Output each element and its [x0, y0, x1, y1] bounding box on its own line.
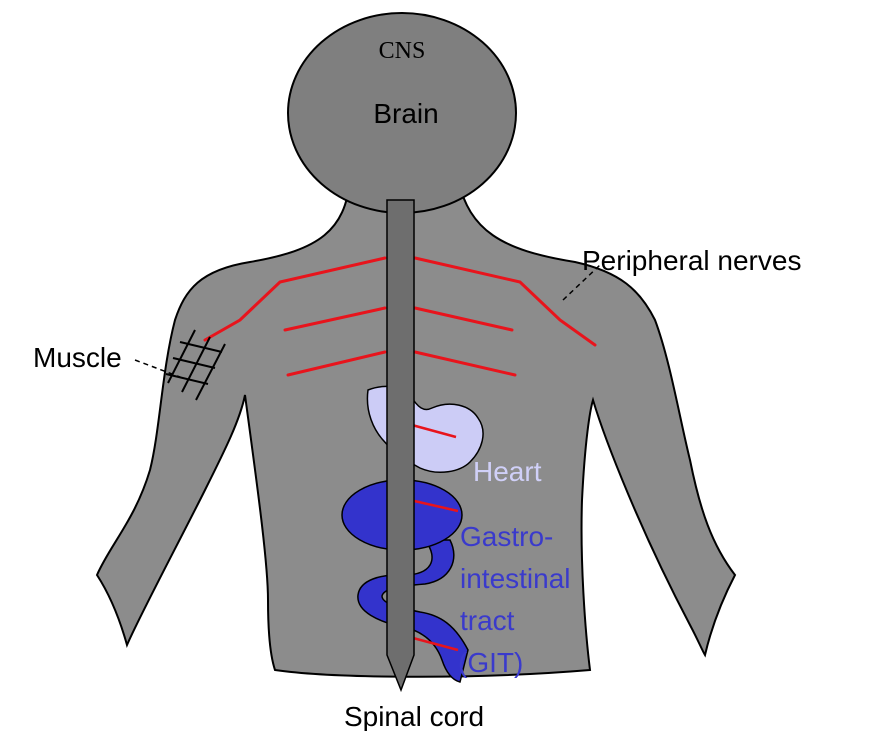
spinal-cord-label: Spinal cord — [344, 701, 484, 731]
spinal-cord — [387, 200, 414, 690]
heart-label: Heart — [473, 456, 542, 487]
peripheral-nerves-label: Peripheral nerves — [582, 245, 801, 276]
cns-label: CNS — [379, 38, 426, 64]
muscle-label: Muscle — [33, 342, 122, 373]
git-label-line-2: intestinal — [460, 563, 571, 594]
git-label-line-3: tract — [460, 605, 515, 636]
brain-label: Brain — [373, 98, 438, 129]
git-label-line-4: (GIT) — [458, 647, 523, 678]
git-label-line-1: Gastro- — [460, 521, 553, 552]
